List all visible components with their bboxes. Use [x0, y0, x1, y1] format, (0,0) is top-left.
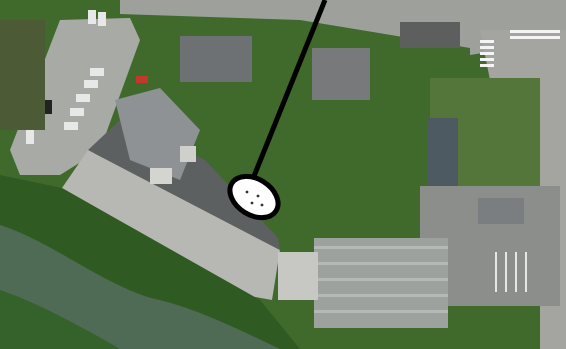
greenhouse-east — [428, 118, 458, 188]
marker-pointer-line — [247, 0, 328, 187]
rooftop-unit — [180, 146, 196, 162]
garden-plots-west — [0, 20, 45, 130]
shed-east — [478, 198, 524, 224]
gym-roof-ridges — [314, 246, 448, 313]
river — [0, 225, 280, 349]
marker-dots — [245, 190, 264, 207]
house-north-1 — [180, 36, 252, 82]
river-far-bank-vegetation — [0, 290, 120, 349]
crosswalk — [480, 30, 560, 67]
house-north-2 — [312, 48, 370, 100]
riverbank-vegetation — [0, 175, 300, 349]
parking-stripes — [495, 252, 527, 292]
parked-cars — [26, 10, 148, 144]
rooftop-unit — [150, 168, 172, 184]
location-marker — [227, 173, 281, 221]
gym-roof — [314, 238, 448, 328]
house-north-3 — [400, 22, 460, 48]
connector-walkway — [278, 252, 318, 300]
rooftop-structures — [115, 88, 200, 180]
parking-lot-northwest — [10, 18, 140, 175]
main-building-roof — [62, 150, 280, 300]
